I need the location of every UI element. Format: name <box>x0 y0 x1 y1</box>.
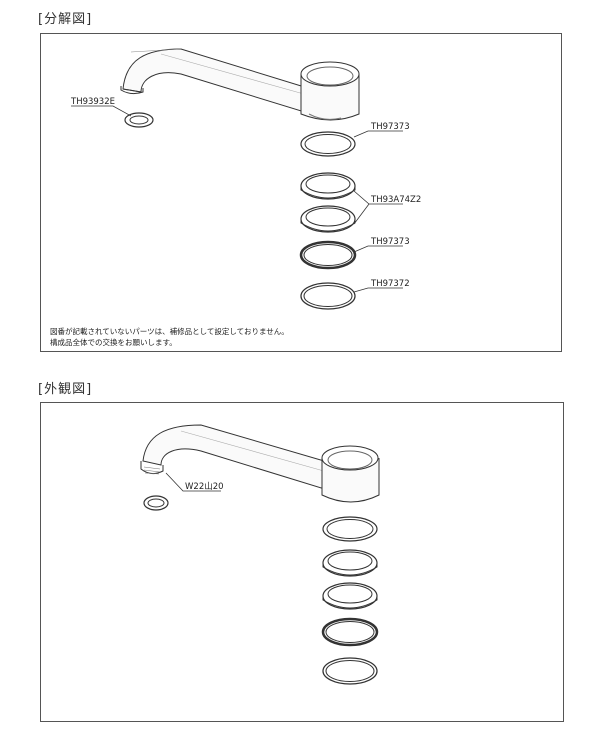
notes-block: 図番が記載されていないパーツは、補修品として設定しておりません。 構成品全体での… <box>50 326 289 348</box>
spout-drawing <box>120 48 312 115</box>
aerator-ring-exterior <box>143 495 169 511</box>
aerator-ring-drawing <box>124 112 154 128</box>
exterior-ring-1 <box>322 516 378 542</box>
exterior-view-title: [外観図] <box>38 382 93 397</box>
exterior-ring-3 <box>322 582 378 610</box>
thread-leader <box>165 472 221 492</box>
part-label-ring-top: TH97373 <box>370 122 410 132</box>
part-label-aerator: TH93932E <box>70 97 115 107</box>
o-ring-5 <box>300 282 356 310</box>
spout-drawing-exterior <box>140 424 332 492</box>
o-ring-4 <box>299 240 357 270</box>
exterior-ring-2 <box>322 549 378 577</box>
note-line-1: 図番が記載されていないパーツは、補修品として設定しておりません。 <box>50 327 289 336</box>
o-ring-3 <box>300 205 356 233</box>
thread-label: W22山20 <box>185 481 224 492</box>
part-label-ring-pair: TH93A74Z2 <box>370 195 421 205</box>
exploded-view-panel: TH93932E TH97373 TH93A74Z2 TH97373 TH973… <box>40 33 562 352</box>
exterior-ring-4 <box>321 617 379 647</box>
exploded-view-drawing: TH93932E TH97373 TH93A74Z2 TH97373 TH973… <box>70 48 421 310</box>
body-cylinder-drawing <box>300 61 360 121</box>
exterior-view-drawing: W22山20 <box>140 424 380 685</box>
body-cylinder-exterior <box>321 445 380 503</box>
exterior-view-panel: W22山20 <box>40 402 564 722</box>
o-ring-2 <box>300 172 356 200</box>
part-label-ring-bottom: TH97372 <box>370 279 410 289</box>
exterior-ring-5 <box>322 657 378 685</box>
exterior-rings <box>321 516 379 685</box>
exploded-view-title: [分解図] <box>38 12 93 27</box>
o-ring-1 <box>300 131 356 157</box>
leader-lines <box>71 105 403 293</box>
note-line-2: 構成品全体での交換をお願いします。 <box>50 338 177 347</box>
part-label-ring-fourth: TH97373 <box>370 237 410 247</box>
